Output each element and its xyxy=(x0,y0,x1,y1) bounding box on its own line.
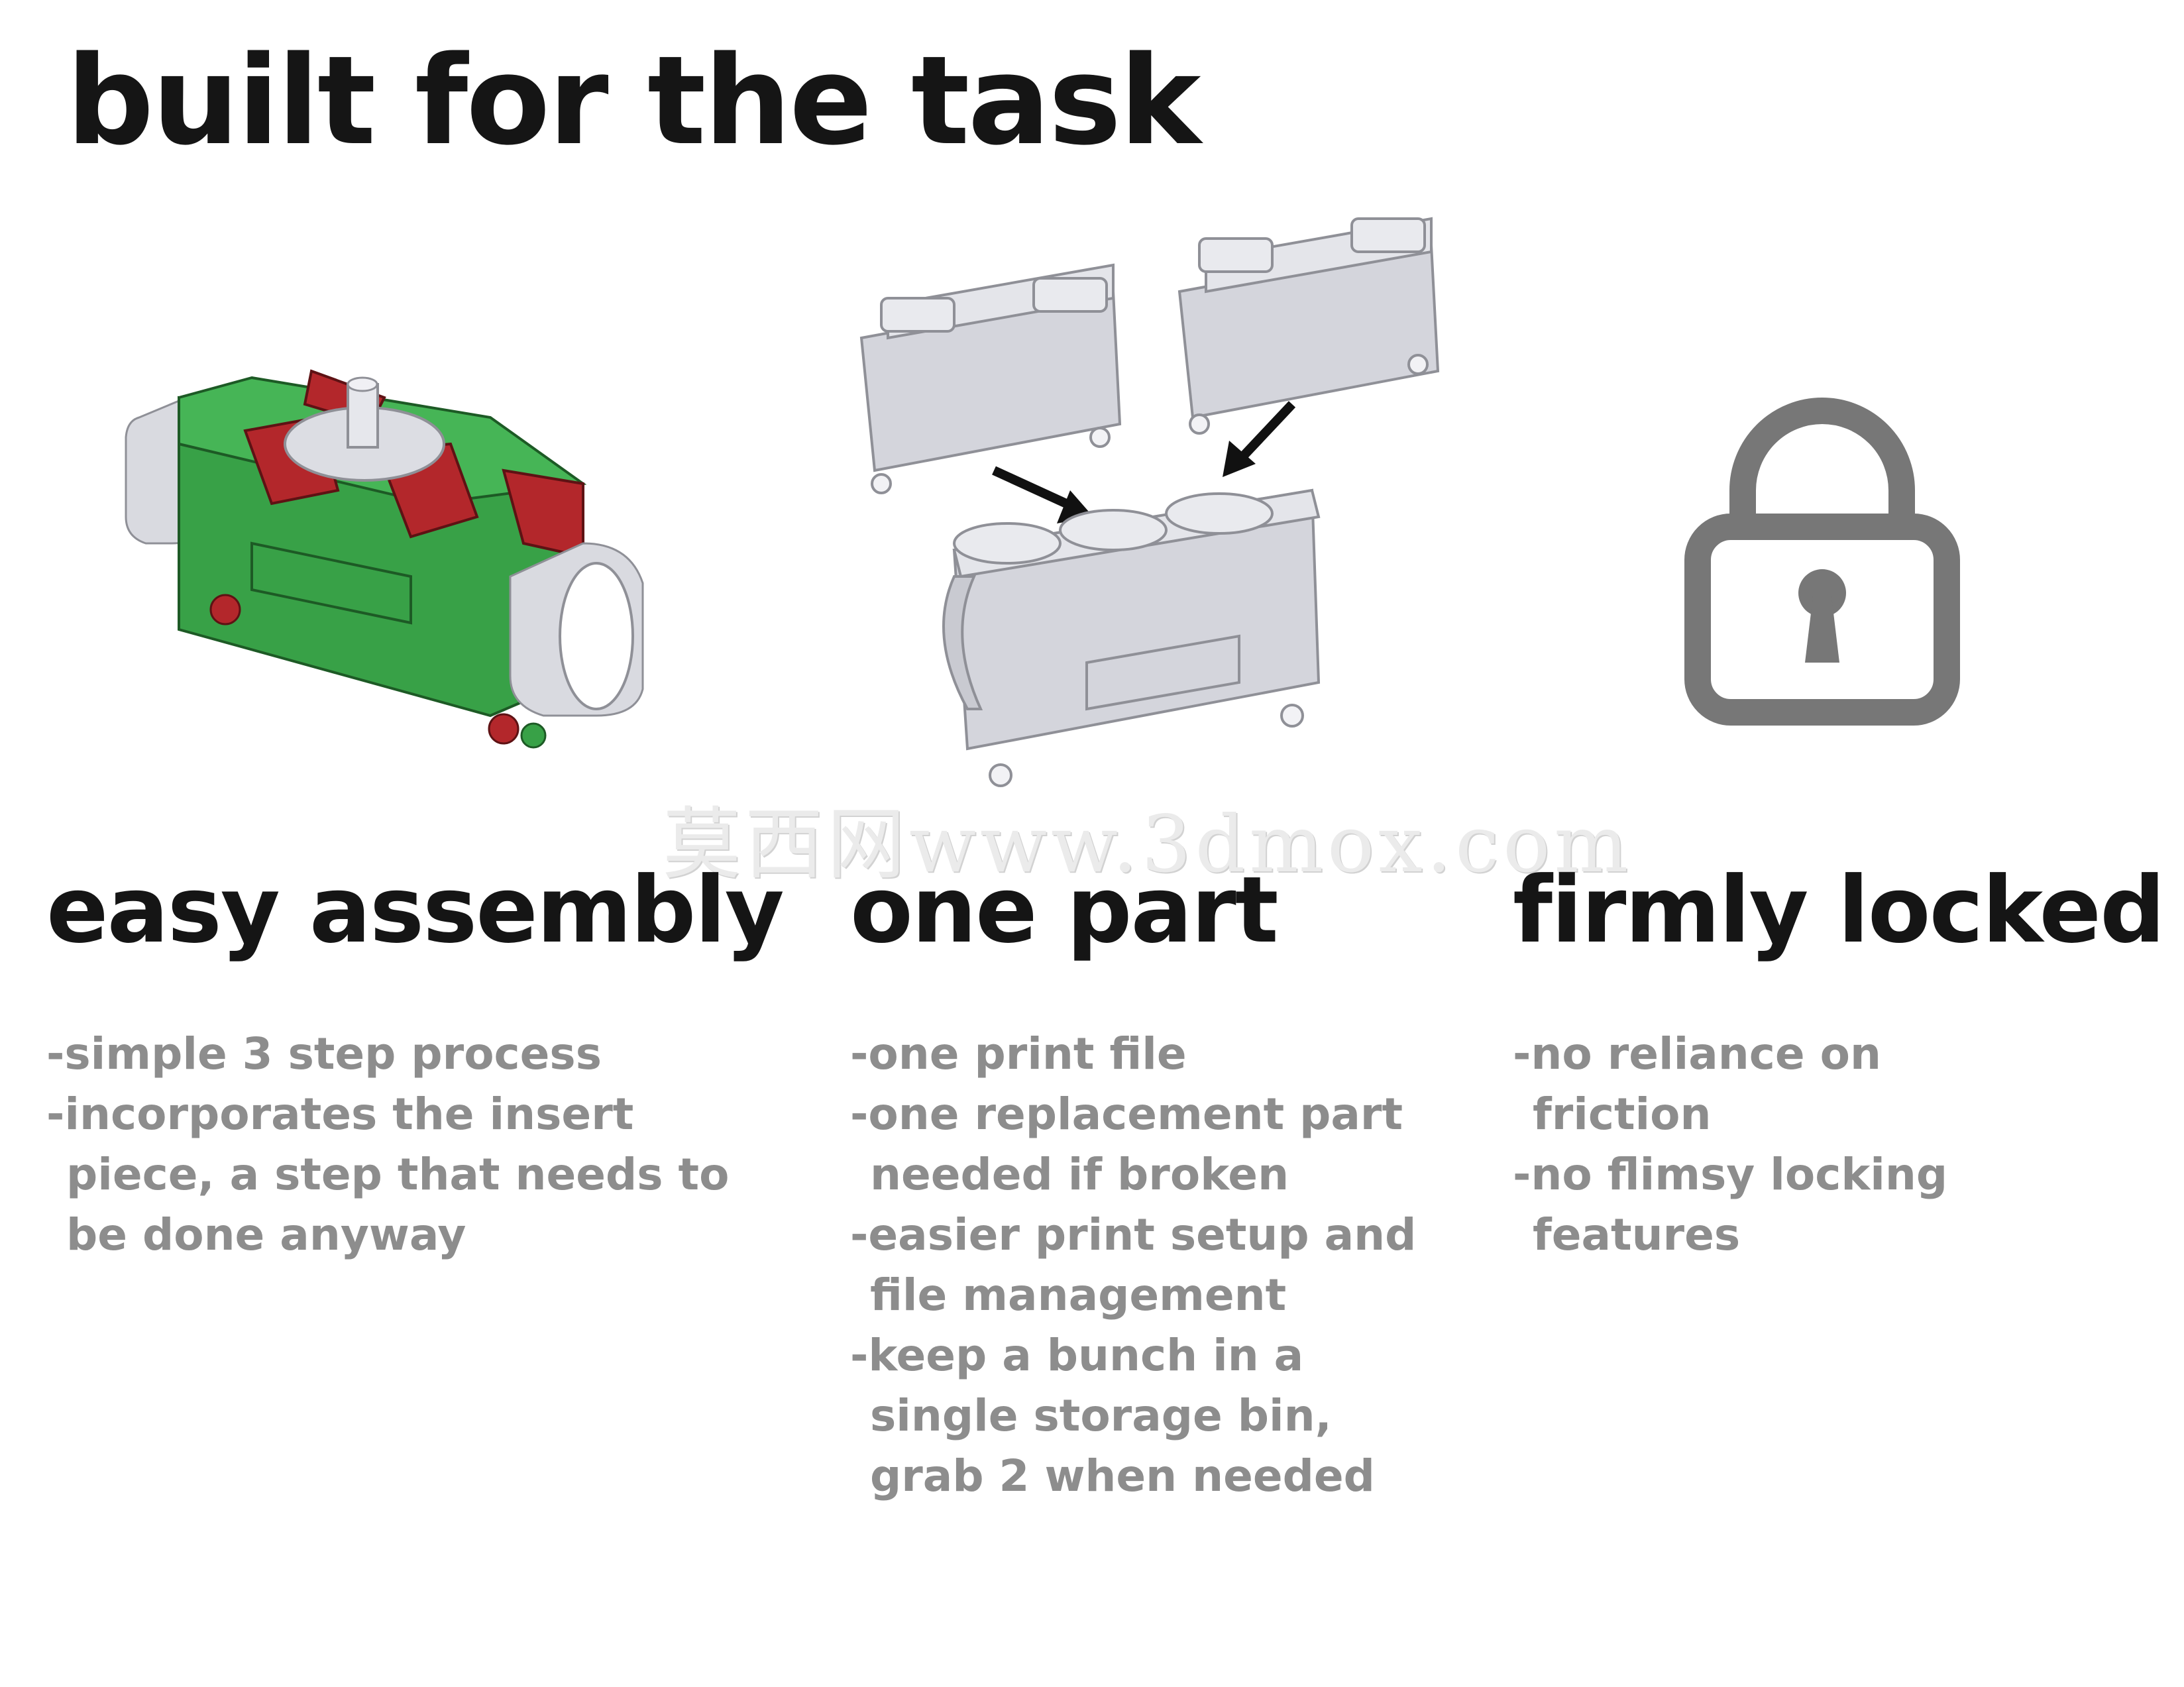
column-heading-firmly-locked: firmly locked xyxy=(1513,857,2165,963)
bullet-item: -one print file xyxy=(850,1028,1187,1079)
clip-part-left xyxy=(859,263,1122,494)
bullet-list-easy-assembly: -simple 3 step process -incorporates the… xyxy=(46,1024,789,1265)
bullet-item: -incorporates the insert piece, a step t… xyxy=(46,1089,730,1260)
clip-part-right xyxy=(1177,217,1440,435)
bullet-item: -one replacement part needed if broken xyxy=(850,1089,1403,1200)
bullet-list-firmly-locked: -no reliance on friction -no flimsy lock… xyxy=(1513,1024,1977,1265)
bullet-list-one-part: -one print file -one replacement part ne… xyxy=(850,1024,1420,1506)
column-heading-easy-assembly: easy assembly xyxy=(46,857,785,963)
page-title: built for the task xyxy=(66,29,1201,172)
bullet-item: -no reliance on friction xyxy=(1513,1028,1881,1140)
assembled-clip-model xyxy=(125,369,644,749)
column-heading-one-part: one part xyxy=(850,857,1279,963)
joined-clip-model xyxy=(942,488,1321,787)
arrow-icon xyxy=(1223,401,1296,477)
bullet-item: -keep a bunch in a single storage bin, g… xyxy=(850,1330,1375,1501)
lock-icon xyxy=(1684,398,1960,726)
watermark-text: 莫西网www.3dmox.com xyxy=(663,798,1633,890)
clip-part-model xyxy=(859,217,1440,787)
bullet-item: -simple 3 step process xyxy=(46,1028,602,1079)
bullet-item: -no flimsy locking features xyxy=(1513,1149,1948,1260)
bullet-item: -easier print setup and file management xyxy=(850,1209,1417,1321)
